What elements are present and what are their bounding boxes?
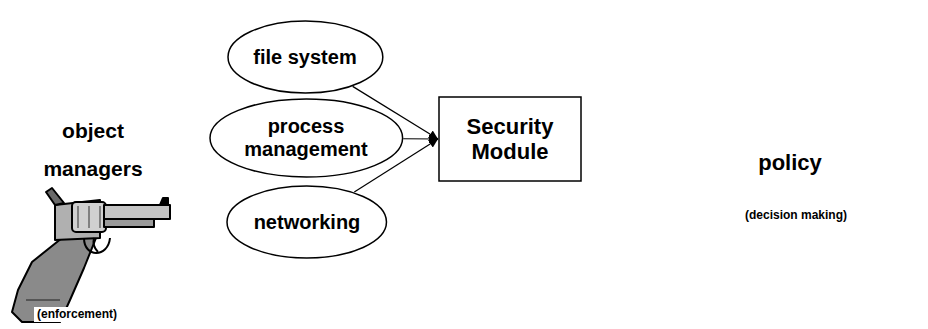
connector-arrow xyxy=(403,138,438,139)
decision-making-label: (decision making) xyxy=(726,208,866,223)
node-text: networking xyxy=(254,211,361,234)
object-manager-ellipse: networking xyxy=(226,185,387,259)
ellipse-shape xyxy=(227,186,386,258)
node-text: process management xyxy=(241,115,371,161)
rect-shape xyxy=(439,97,581,181)
policy-label: policy xyxy=(740,150,840,176)
object-manager-ellipse: process management xyxy=(209,98,404,178)
ellipse-shape xyxy=(228,21,383,93)
node-text: Security Module xyxy=(450,114,570,165)
enforcement-label: (enforcement) xyxy=(34,307,120,322)
security-module-box: Security Module xyxy=(438,96,582,182)
object-manager-ellipse: file system xyxy=(227,20,384,94)
ellipse-shape xyxy=(210,99,403,177)
object-managers-label: object managers xyxy=(8,112,178,188)
node-text: file system xyxy=(253,46,356,69)
